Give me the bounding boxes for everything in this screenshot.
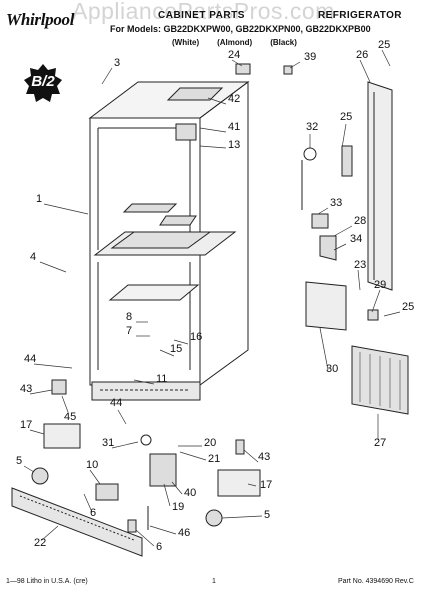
callout-43: 43 <box>20 383 32 395</box>
color-almond: (Almond) <box>217 38 253 47</box>
callout-43: 43 <box>258 451 270 463</box>
callout-31: 31 <box>102 437 114 449</box>
callout-30: 30 <box>326 363 338 375</box>
callout-25: 25 <box>340 111 352 123</box>
callout-3: 3 <box>114 57 120 69</box>
callout-28: 28 <box>354 215 366 227</box>
callout-8: 8 <box>126 311 132 323</box>
badge-label: B/2 <box>31 73 55 90</box>
callout-7: 7 <box>126 325 132 337</box>
callout-33: 33 <box>330 197 342 209</box>
callout-45: 45 <box>64 411 76 423</box>
callout-25: 25 <box>378 39 390 51</box>
callout-41: 41 <box>228 121 240 133</box>
callout-15: 15 <box>170 343 182 355</box>
callout-27: 27 <box>374 437 386 449</box>
model-colors: (White) (Almond) (Black) <box>172 38 297 47</box>
litho-note: 1—98 Litho in U.S.A. (cre) <box>6 578 88 585</box>
callout-11: 11 <box>156 373 167 385</box>
page-title: CABINET PARTS <box>158 10 245 21</box>
callout-44: 44 <box>110 397 122 409</box>
callout-29: 29 <box>374 279 386 291</box>
callout-5: 5 <box>16 455 22 467</box>
callout-40: 40 <box>184 487 196 499</box>
callout-20: 20 <box>204 437 216 449</box>
callout-22: 22 <box>34 537 46 549</box>
b2-badge-icon: B/2 <box>24 64 62 102</box>
callout-4: 4 <box>30 251 36 263</box>
model-numbers: For Models: GB22DKXPW00, GB22DKXPN00, GB… <box>110 24 371 34</box>
callout-44: 44 <box>24 353 36 365</box>
callout-labels: 3 24 39 25 26 42 41 13 32 25 1 33 28 34 4 23 29 25 8 7 30 16 1… <box>16 39 414 553</box>
callout-16: 16 <box>190 331 202 343</box>
color-black: (Black) <box>270 38 297 47</box>
page-header: AppliancePartsPros.com Whirlpool CABINET… <box>0 0 434 60</box>
page-number: 1 <box>212 578 216 585</box>
callout-34: 34 <box>350 233 362 245</box>
callout-1: 1 <box>36 193 42 205</box>
callout-6: 6 <box>90 507 96 519</box>
callout-23: 23 <box>354 259 366 271</box>
callout-39: 39 <box>304 51 316 63</box>
callout-17: 17 <box>260 479 272 491</box>
callout-42: 42 <box>228 93 240 105</box>
leader-lines <box>23 49 401 547</box>
brand-logo: Whirlpool <box>6 10 75 29</box>
callout-21: 21 <box>208 453 220 465</box>
category-label: REFRIGERATOR <box>318 10 402 21</box>
callout-25: 25 <box>402 301 414 313</box>
callout-13: 13 <box>228 139 240 151</box>
callout-46: 46 <box>178 527 190 539</box>
callout-10: 10 <box>86 459 98 471</box>
callout-6: 6 <box>156 541 162 553</box>
callout-17: 17 <box>20 419 32 431</box>
callout-32: 32 <box>306 121 318 133</box>
callout-26: 26 <box>356 49 368 61</box>
callout-19: 19 <box>172 501 184 513</box>
color-white: (White) <box>172 38 200 47</box>
part-number: Part No. 4394690 Rev.C <box>338 578 414 585</box>
callout-5: 5 <box>264 509 270 521</box>
callout-24: 24 <box>228 49 240 61</box>
cabinet <box>11 63 409 557</box>
watermark: AppliancePartsPros.com <box>72 0 335 24</box>
